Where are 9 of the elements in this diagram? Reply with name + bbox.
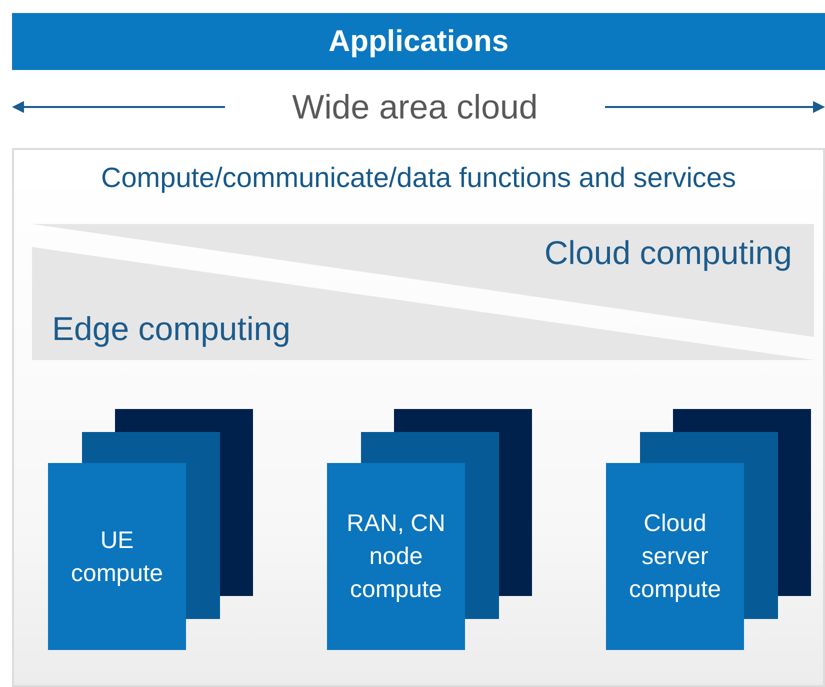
- section-label: Wide area cloud: [292, 88, 538, 128]
- compute-card: Cloud server compute: [606, 463, 744, 650]
- band-label: Edge computing: [52, 310, 290, 348]
- header-bar: Applications: [12, 13, 825, 70]
- panel: [12, 148, 825, 687]
- compute-card: RAN, CN node compute: [327, 463, 465, 650]
- panel-heading: Compute/communicate/data functions and services: [100, 162, 737, 194]
- compute-card: UE compute: [48, 463, 186, 650]
- band-label: Cloud computing: [544, 234, 792, 272]
